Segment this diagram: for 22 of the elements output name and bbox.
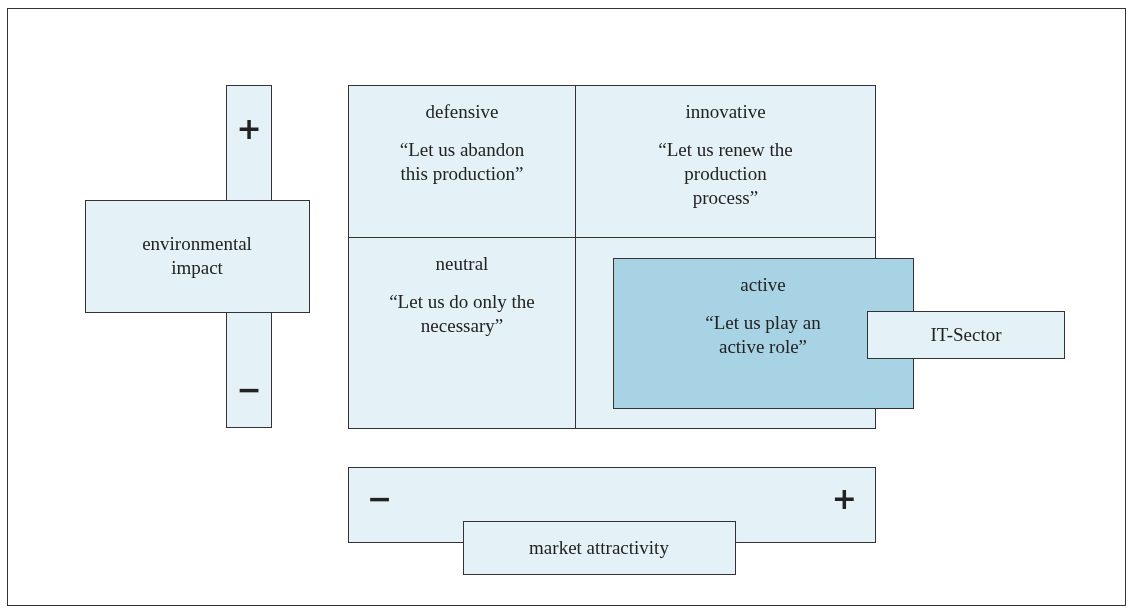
- axis-label-box: [462, 520, 736, 575]
- minus-sign: −: [235, 375, 263, 405]
- strategy-title: defensive: [424, 100, 500, 124]
- strategy-title: active: [739, 272, 787, 297]
- quadrant: [575, 85, 876, 238]
- axis-label-box: [84, 199, 310, 313]
- strategy-title: innovative: [684, 100, 767, 124]
- plus-sign: +: [235, 114, 263, 144]
- quadrant: [348, 85, 576, 238]
- axis-label: market attractivity: [528, 535, 670, 560]
- strategy-quote: “Let us renew the production process”: [657, 138, 794, 210]
- sector-label-box: [867, 311, 1065, 359]
- strategy-quote: “Let us do only the necessary”: [388, 290, 536, 338]
- plus-sign: +: [831, 484, 857, 514]
- quadrant: [348, 237, 576, 429]
- minus-sign: −: [367, 484, 393, 514]
- strategy-quote: “Let us play an active role”: [704, 310, 822, 359]
- strategy-quote: “Let us abandon this production”: [398, 138, 526, 186]
- highlight-box: [612, 257, 914, 409]
- strategy-title: neutral: [434, 252, 490, 276]
- axis-label: IT-Sector: [929, 323, 1003, 347]
- axis-label: environmental impact: [141, 232, 253, 280]
